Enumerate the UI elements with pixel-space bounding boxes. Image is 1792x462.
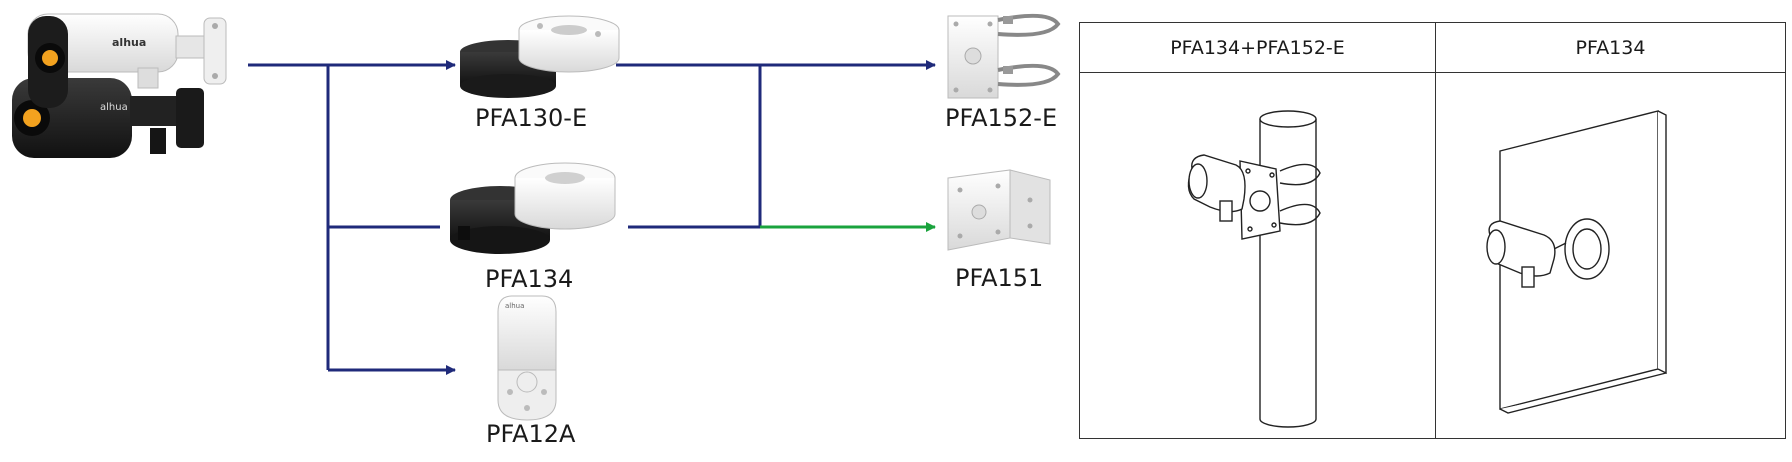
svg-text:alhua: alhua <box>505 302 524 310</box>
pfa151-image <box>947 169 1051 251</box>
black-camera-image: alhua <box>12 78 204 158</box>
table-divider-horizontal <box>1080 72 1785 73</box>
pfa134-image <box>450 162 616 254</box>
wall-install-drawing <box>1486 110 1667 414</box>
installation-table: PFA134+PFA152-E PFA134 <box>1079 22 1786 439</box>
camera-pair-image: alhua alhua <box>12 13 227 158</box>
connector-lines <box>248 60 936 375</box>
svg-text:alhua: alhua <box>100 102 128 113</box>
pfa130-e-image <box>460 15 620 98</box>
pfa12a-image: alhua <box>497 295 557 421</box>
white-camera-image: alhua <box>27 13 227 108</box>
installation-drawings <box>1187 110 1667 428</box>
label-pfa130-e: PFA130-E <box>475 104 588 132</box>
label-pfa12a: PFA12A <box>486 420 576 448</box>
label-pfa151: PFA151 <box>955 264 1044 292</box>
pfa152-e-image <box>947 13 1061 99</box>
table-header-wall: PFA134 <box>1575 36 1646 59</box>
table-header-pole: PFA134+PFA152-E <box>1170 36 1345 59</box>
label-pfa152-e: PFA152-E <box>945 104 1058 132</box>
table-divider-vertical <box>1435 23 1436 438</box>
label-pfa134: PFA134 <box>485 265 574 293</box>
pole-install-drawing <box>1187 110 1321 428</box>
svg-text:alhua: alhua <box>112 36 146 49</box>
